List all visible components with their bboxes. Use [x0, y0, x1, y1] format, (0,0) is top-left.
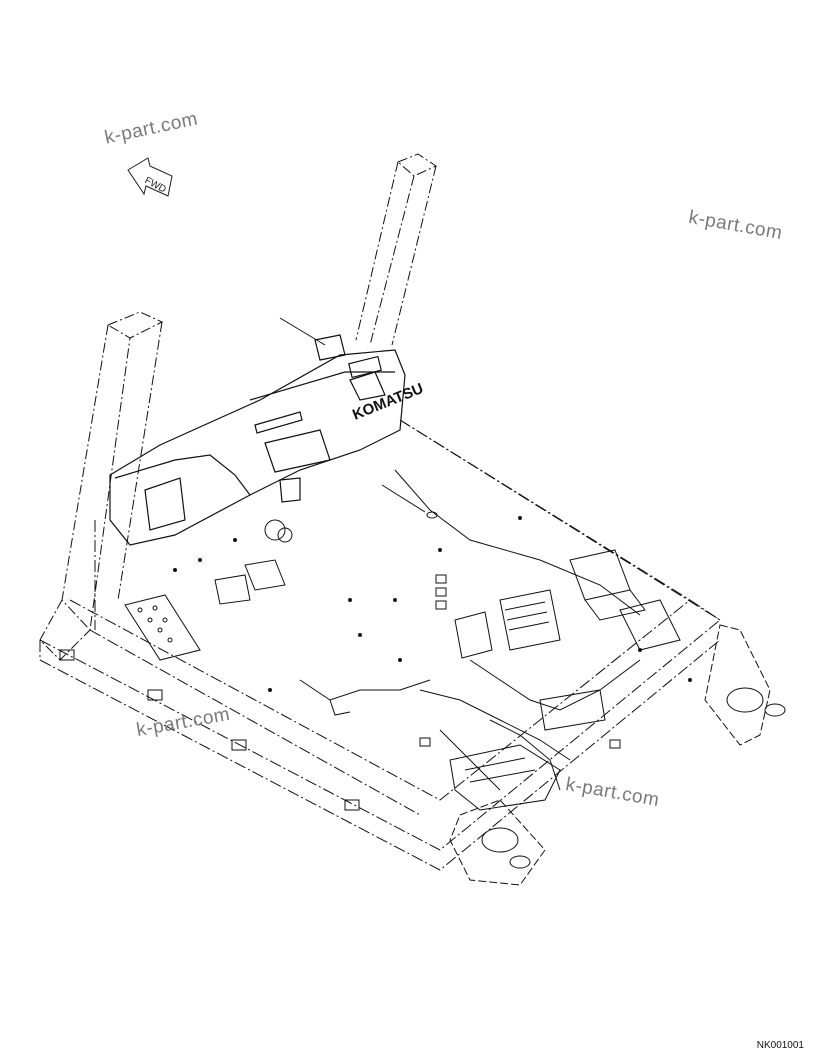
floor-frame — [39, 419, 721, 871]
relay-box — [454, 589, 561, 659]
left-pillar — [39, 311, 164, 661]
mounting-blocks — [59, 649, 360, 811]
bolt-holes — [173, 516, 692, 692]
left-front-bracket — [449, 799, 546, 886]
controller-unit — [569, 549, 681, 651]
rod-fitting — [381, 484, 438, 519]
connector-plugs — [419, 574, 621, 749]
leader-line — [279, 317, 326, 346]
komatsu-logo-text: KOMATSU — [350, 380, 426, 424]
floor-plates — [124, 519, 293, 661]
right-front-bracket — [704, 624, 786, 746]
wiring-harness — [299, 469, 641, 791]
dashboard-console: KOMATSU — [109, 334, 426, 546]
drawing-code: NK001001 — [756, 1040, 804, 1051]
right-pillar — [355, 153, 438, 346]
lower-harness-assembly — [449, 689, 606, 811]
fwd-label: FWD — [143, 175, 168, 195]
fwd-arrow-icon: FWD — [127, 157, 173, 197]
